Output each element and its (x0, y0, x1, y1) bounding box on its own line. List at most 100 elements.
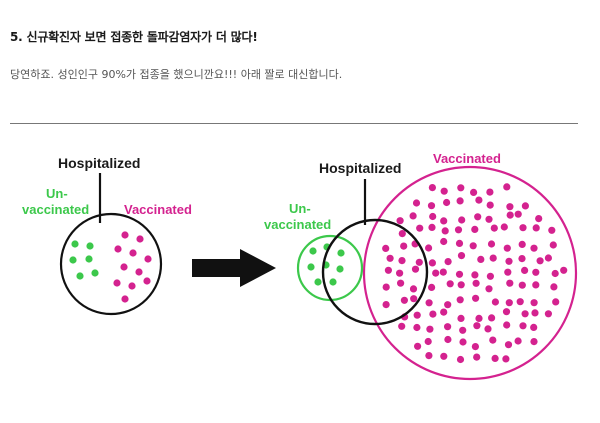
vaccinated-dot (521, 266, 529, 274)
before-hospitalized-label: Hospitalized (58, 155, 140, 171)
vaccinated-dot (486, 188, 494, 196)
vaccinated-dot (459, 338, 467, 346)
vaccinated-dot (490, 224, 498, 232)
vaccinated-dot (471, 271, 479, 279)
vaccinated-dot (446, 280, 454, 288)
vaccinated-dot (428, 259, 436, 267)
vaccinated-dot (484, 325, 492, 333)
vaccinated-dot (472, 279, 480, 287)
diagram-svg: Hospitalized Un- vaccinated Vaccinated V… (22, 151, 578, 381)
vaccinated-dot (455, 239, 464, 247)
vaccinated-dot (441, 227, 449, 235)
vaccinated-dot (500, 223, 508, 231)
vaccinated-dot (552, 298, 560, 306)
vaccinated-dot (129, 249, 137, 257)
vaccinated-dot (532, 281, 540, 289)
vaccinated-dot (518, 240, 526, 248)
vaccinated-dot (428, 283, 436, 291)
vaccinated-dot (425, 244, 433, 252)
right-arrow-icon (192, 249, 276, 287)
vaccinated-dot (530, 244, 538, 252)
vaccinated-dot (400, 296, 408, 304)
vaccinated-dot (456, 197, 464, 205)
vaccinated-dot (503, 244, 511, 252)
vaccinated-dot (425, 299, 433, 307)
vaccinated-dot (471, 225, 479, 233)
unvaccinated-dot (309, 247, 317, 255)
vaccinated-dot (514, 210, 522, 218)
vaccinated-dot (412, 199, 421, 207)
vaccinated-dot (440, 217, 448, 225)
unvaccinated-dot (307, 263, 315, 271)
vaccinated-dot (544, 254, 553, 262)
vaccinated-dot (398, 257, 406, 265)
vaccinated-dot (459, 326, 467, 334)
vaccinated-dot (469, 242, 477, 250)
vaccinated-dot (488, 314, 496, 322)
vaccinated-dot (416, 224, 424, 232)
unvaccinated-dot (69, 256, 77, 264)
vaccinated-dot (491, 298, 499, 306)
divider (10, 123, 578, 124)
vaccinated-dot (398, 322, 406, 330)
vaccinated-dot (503, 183, 511, 191)
before-panel: Hospitalized Un- vaccinated Vaccinated (22, 155, 192, 316)
vaccinated-dot (551, 269, 559, 278)
vaccinated-dot (382, 244, 390, 252)
section-heading: 5. 신규확진자 보면 접종한 돌파감염자가 더 많다! (10, 30, 258, 44)
vaccinated-dot (443, 198, 451, 207)
vaccinated-dot (456, 296, 464, 304)
vaccinated-dot (457, 252, 466, 260)
after-unvaccinated-label-line2: vaccinated (264, 217, 331, 232)
vaccinated-dot (477, 255, 485, 263)
unvaccinated-dot (337, 249, 345, 257)
vaccinated-dot (414, 342, 422, 350)
after-unvaccinated-label-line1: Un- (289, 201, 311, 216)
vaccinated-dot (128, 282, 136, 290)
before-vaccinated-label: Vaccinated (124, 202, 192, 217)
unvaccinated-dot (329, 278, 337, 286)
vaccinated-dot (471, 343, 479, 351)
before-unvaccinated-label-line2: vaccinated (22, 202, 89, 217)
vaccinated-dot (530, 338, 538, 346)
vaccinated-dot (440, 187, 448, 195)
vaccinated-dot (444, 323, 452, 331)
vaccinated-dot (424, 337, 432, 346)
vaccinated-dot (521, 310, 529, 318)
vaccinated-dot (384, 266, 392, 274)
vaccinated-dot (519, 322, 527, 330)
vaccinated-dot (475, 196, 483, 204)
vaccinated-dot (473, 322, 481, 330)
vaccinated-dot (410, 295, 418, 303)
unvaccinated-dot (314, 278, 322, 286)
vaccinated-dot (472, 294, 480, 302)
vaccinated-dot (489, 254, 497, 262)
vaccinated-dot (400, 242, 408, 250)
vaccinated-dot (502, 308, 511, 316)
vaccinated-dot (444, 258, 452, 266)
vaccinated-dot (470, 188, 478, 196)
vaccinated-dot (413, 323, 421, 332)
vaccinated-dot (485, 215, 493, 223)
vaccinated-dot (426, 325, 434, 333)
unvaccinated-dot (76, 272, 84, 280)
vaccinated-dot (427, 202, 436, 210)
vaccinated-dot (485, 285, 493, 293)
vaccinated-dot (503, 321, 511, 329)
vaccinated-dot (444, 335, 452, 344)
vaccinated-dot (518, 255, 526, 263)
unvaccinated-dot (336, 265, 344, 273)
vaccinated-dot (458, 216, 466, 224)
after-vaccinated-dots (382, 183, 568, 364)
vaccinated-dot (411, 265, 420, 273)
vaccinated-dot (114, 245, 122, 253)
vaccinated-dot (413, 311, 421, 319)
hospitalization-diagram: Hospitalized Un- vaccinated Vaccinated V… (0, 135, 600, 415)
vaccinated-dot (506, 211, 514, 219)
vaccinated-dot (136, 235, 144, 243)
vaccinated-dot (530, 299, 538, 307)
vaccinated-dot (382, 283, 390, 291)
unvaccinated-dot (71, 240, 79, 248)
vaccinated-dot (456, 355, 465, 364)
body-paragraph: 당연하죠. 성인인구 90%가 접종을 했으니깐요!!! 아래 짤로 대신합니다… (10, 68, 343, 81)
